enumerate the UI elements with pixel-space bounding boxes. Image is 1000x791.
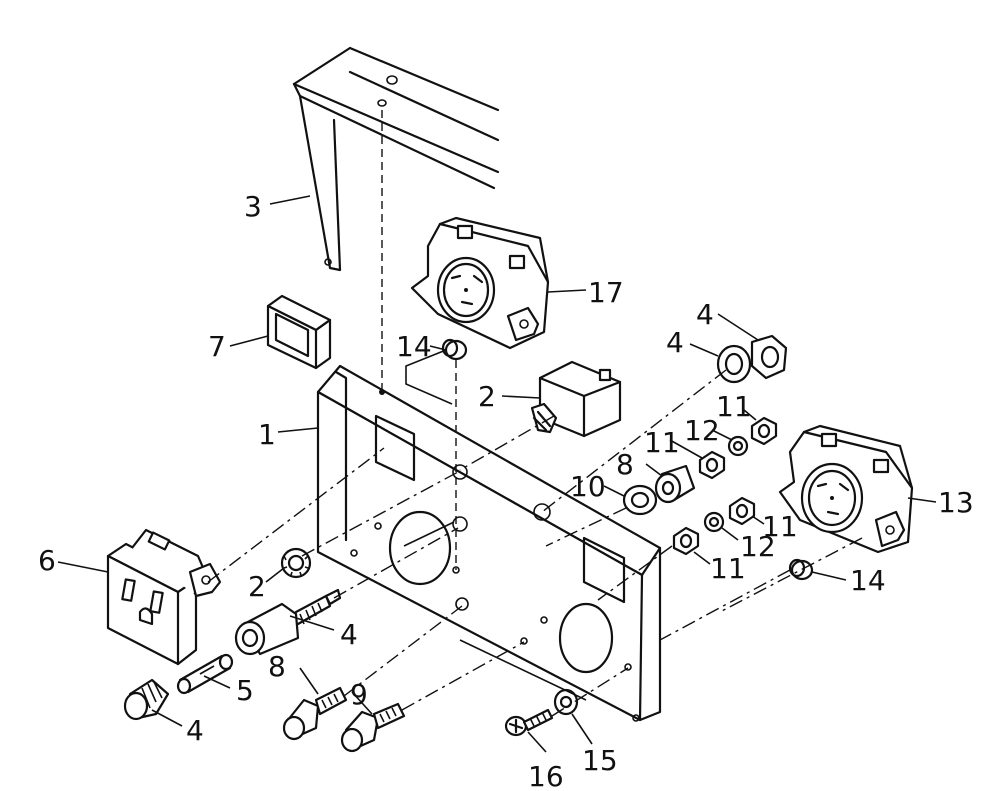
hex-nut-4 [672,526,700,556]
screw-knob [340,702,406,753]
callout-17: 17 [588,276,624,309]
assembly-lines [207,349,863,717]
stud-knob [282,686,348,741]
callout-4-washer: 4 [666,326,684,359]
callout-4-nut: 4 [696,298,714,331]
callout-12-a: 12 [684,414,720,447]
callout-4-fuseholder: 4 [340,618,358,651]
hex-nut-3 [728,496,756,526]
circuit-breaker [530,360,622,438]
twist-lock-receptacle-right [778,424,914,554]
hex-nut-1 [750,416,778,446]
bushing-collar [654,464,696,504]
leader-lines [57,195,937,753]
callout-16: 16 [528,760,564,791]
callout-1: 1 [258,418,276,451]
callout-9: 9 [350,678,368,711]
hex-nut-2 [698,450,726,480]
callout-5: 5 [236,674,254,707]
fuse-holder [234,588,342,656]
callout-14-lower: 14 [850,564,886,597]
callout-8-upper: 8 [616,448,634,481]
callout-7: 7 [208,330,226,363]
callout-2-left: 2 [248,570,266,603]
mounting-bracket [292,46,500,272]
callout-11-c: 11 [762,510,798,543]
rect-grommet [266,294,332,370]
callout-labels: 3 7 1 2 6 4 5 4 8 9 16 15 14 2 17 4 4 8 … [38,190,974,791]
cartridge-fuse [176,653,234,695]
spacer-upper [441,338,468,361]
fuse-cap [123,678,170,721]
callout-4-cap: 4 [186,714,204,747]
lock-washer-2 [703,511,725,533]
callout-6: 6 [38,544,56,577]
callout-10: 10 [570,470,606,503]
spacer-lower [788,558,814,581]
callout-13: 13 [938,486,974,519]
panel-screw [504,708,554,737]
callout-15: 15 [582,744,618,777]
callout-14-upper: 14 [396,330,432,363]
callout-11-d: 11 [710,552,746,585]
callout-3: 3 [244,190,262,223]
lock-washer-1 [727,435,749,457]
callout-8-lower: 8 [268,650,286,683]
duplex-receptacle [106,528,222,666]
flat-washer [622,484,658,516]
washer-and-nut [716,334,788,384]
callout-11-b: 11 [644,426,680,459]
callout-12-b: 12 [740,530,776,563]
twist-lock-receptacle-upper [410,216,550,350]
callout-11-a: 11 [716,390,752,423]
callout-2-breaker: 2 [478,380,496,413]
